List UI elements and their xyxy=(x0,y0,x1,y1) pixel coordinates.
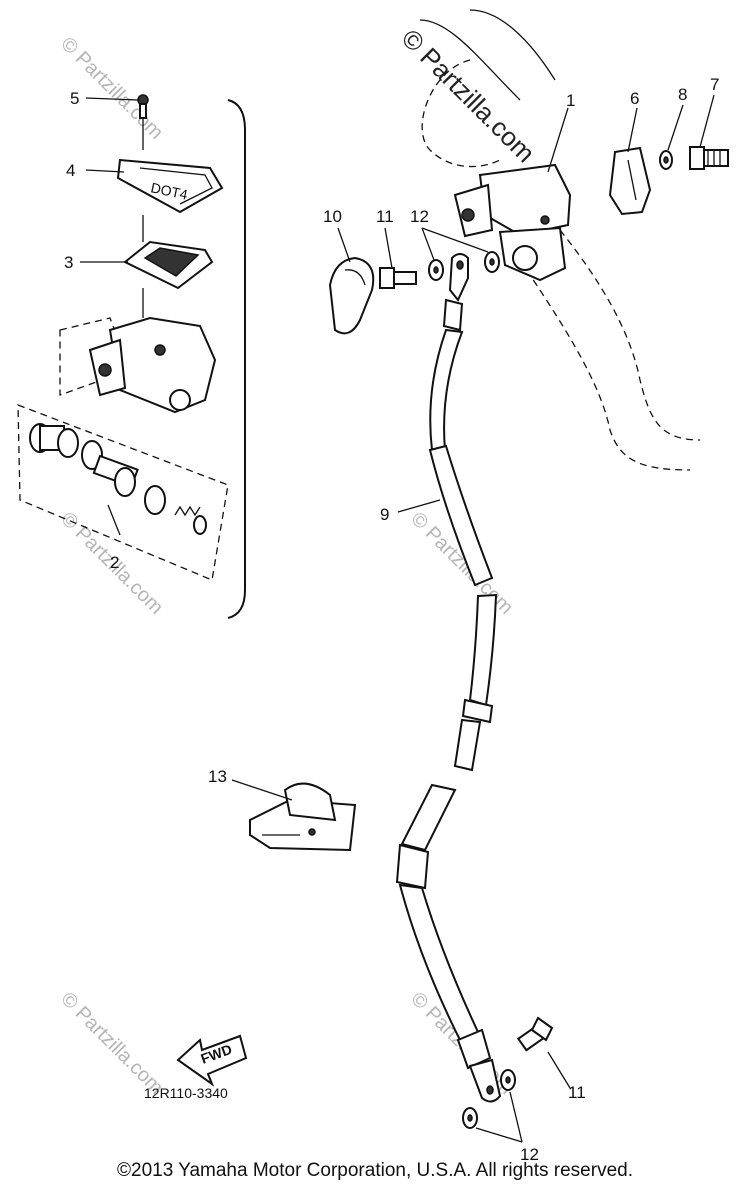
part-7-bolt xyxy=(689,146,729,170)
part-11-lower-banjo-bolt xyxy=(516,1016,554,1052)
copyright-notice: ©2013 Yamaha Motor Corporation, U.S.A. A… xyxy=(117,1160,633,1181)
part-4-reservoir-cap: DOT4 xyxy=(116,158,224,214)
master-cylinder-body-exploded xyxy=(59,288,217,414)
part-2-piston-kit xyxy=(17,404,229,581)
fwd-arrow: FWD xyxy=(176,1034,248,1087)
part-13-hose-guide xyxy=(249,782,357,852)
callout-3: 3 xyxy=(64,253,73,272)
handlebar-outline xyxy=(419,9,701,471)
part-12-lower-washers xyxy=(462,1069,516,1129)
part-9-brake-hose xyxy=(395,253,502,1103)
callout-7: 7 xyxy=(710,75,719,94)
part-6-clamp xyxy=(608,146,652,216)
exploded-view-bracket xyxy=(227,99,246,619)
callout-11-lower: 11 xyxy=(568,1083,586,1102)
callout-1: 1 xyxy=(566,91,575,110)
callout-5: 5 xyxy=(70,89,79,108)
watermark-top: © Partzilla.com xyxy=(396,23,541,168)
callout-13: 13 xyxy=(208,767,227,786)
callout-12-lower: 12 xyxy=(520,1145,539,1164)
callout-4: 4 xyxy=(66,161,75,180)
part-3-diaphragm xyxy=(123,215,214,290)
callout-9: 9 xyxy=(380,505,389,524)
reservoir-cap-marking: DOT4 xyxy=(149,179,189,202)
callout-8: 8 xyxy=(678,85,687,104)
part-8-washer xyxy=(659,150,673,170)
part-10-banjo-cover xyxy=(328,256,375,335)
callout-10: 10 xyxy=(323,207,342,226)
callout-12-upper: 12 xyxy=(410,207,429,226)
watermark-4: © Partzilla.com xyxy=(56,988,167,1099)
callout-6: 6 xyxy=(630,89,639,108)
leader-lines xyxy=(80,94,715,1143)
part-11-upper-banjo-bolt xyxy=(379,267,417,289)
part-12-upper-washers xyxy=(428,251,500,281)
callouts: 5 4 3 2 1 6 8 7 10 11 12 9 13 11 12 xyxy=(64,75,719,1164)
diagram-code: 12R110-3340 xyxy=(144,1085,228,1101)
callout-11-upper: 11 xyxy=(376,207,394,226)
callout-2: 2 xyxy=(110,553,119,572)
part-1-master-cylinder xyxy=(453,163,572,282)
